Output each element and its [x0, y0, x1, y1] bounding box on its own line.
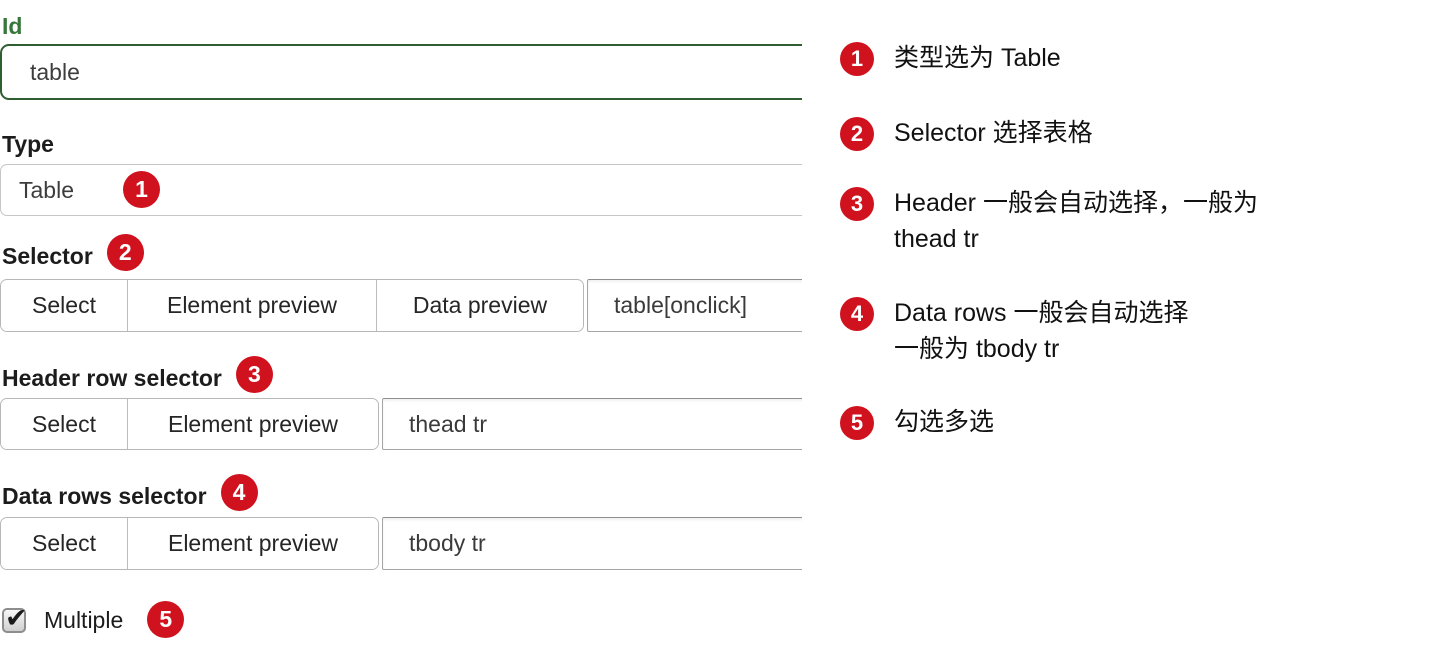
annotation-badge-2: 2	[840, 117, 874, 151]
header-row-select-button[interactable]: Select	[1, 399, 127, 449]
annotation-text-2: Selector 选择表格	[894, 119, 1093, 147]
selector-label: Selector	[2, 243, 93, 269]
selector-edit-form: Id table Type Table 1 Selector 2 Select …	[0, 0, 802, 650]
data-rows-element-preview-button[interactable]: Element preview	[127, 518, 378, 569]
annotation-text-4: Data rows 一般会自动选择 一般为 tbody tr	[894, 299, 1189, 363]
data-rows-label-row: Data rows selector 4	[2, 474, 258, 511]
selector-data-preview-button[interactable]: Data preview	[376, 280, 583, 331]
header-row-element-preview-button[interactable]: Element preview	[127, 399, 378, 449]
header-row-selector-input[interactable]: thead tr	[382, 398, 802, 450]
annotation-badge-4: 4	[840, 297, 874, 331]
header-row-label-row: Header row selector 3	[2, 356, 273, 393]
step-badge-5: 5	[147, 601, 185, 638]
annotation-badge-5: 5	[840, 406, 874, 440]
annotation-item-4: 4 Data rows 一般会自动选择 一般为 tbody tr	[840, 295, 1188, 367]
selector-button-group: Select Element preview Data preview	[0, 279, 584, 332]
type-select-value: Table	[19, 176, 74, 203]
selector-label-row: Selector 2	[2, 234, 144, 271]
selector-controls: Select Element preview Data preview tabl…	[0, 279, 802, 332]
data-rows-selector-input[interactable]: tbody tr	[382, 517, 802, 570]
multiple-label: Multiple	[44, 607, 124, 633]
data-rows-controls: Select Element preview tbody tr	[0, 517, 802, 570]
annotation-item-5: 5 勾选多选	[840, 404, 994, 440]
header-row-input-value: thead tr	[409, 410, 487, 437]
data-rows-button-group: Select Element preview	[0, 517, 379, 570]
annotation-badge-1: 1	[840, 42, 874, 76]
annotation-text-3: Header 一般会自动选择，一般为 thead tr	[894, 189, 1258, 253]
selector-element-preview-button[interactable]: Element preview	[127, 280, 376, 331]
selector-input-value: table[onclick]	[614, 292, 747, 318]
step-badge-3: 3	[235, 356, 273, 393]
annotation-text-1: 类型选为 Table	[894, 44, 1061, 72]
annotation-badge-3: 3	[840, 187, 874, 221]
data-rows-selector-label: Data rows selector	[2, 483, 207, 509]
step-badge-4: 4	[220, 474, 258, 511]
annotation-item-2: 2 Selector 选择表格	[840, 115, 1093, 151]
multiple-checkbox[interactable]	[2, 603, 28, 634]
step-badge-2: 2	[106, 234, 144, 271]
type-select[interactable]: Table 1	[0, 164, 802, 216]
header-row-selector-label: Header row selector	[2, 365, 222, 391]
annotation-item-1: 1 类型选为 Table	[840, 40, 1061, 76]
type-label: Type	[2, 131, 54, 157]
id-input-value: table	[30, 58, 80, 85]
selector-select-button[interactable]: Select	[1, 280, 127, 331]
data-rows-select-button[interactable]: Select	[1, 518, 127, 569]
id-label: Id	[2, 13, 23, 39]
id-input[interactable]: table	[0, 44, 802, 100]
header-row-button-group: Select Element preview	[0, 398, 379, 450]
multiple-row: Multiple 5	[2, 601, 185, 638]
annotation-item-3: 3 Header 一般会自动选择，一般为 thead tr	[840, 185, 1258, 257]
step-badge-1: 1	[123, 171, 160, 208]
selector-input[interactable]: table[onclick]	[587, 279, 802, 332]
header-row-controls: Select Element preview thead tr	[0, 398, 802, 450]
annotation-text-5: 勾选多选	[894, 408, 995, 436]
data-rows-input-value: tbody tr	[409, 530, 486, 556]
